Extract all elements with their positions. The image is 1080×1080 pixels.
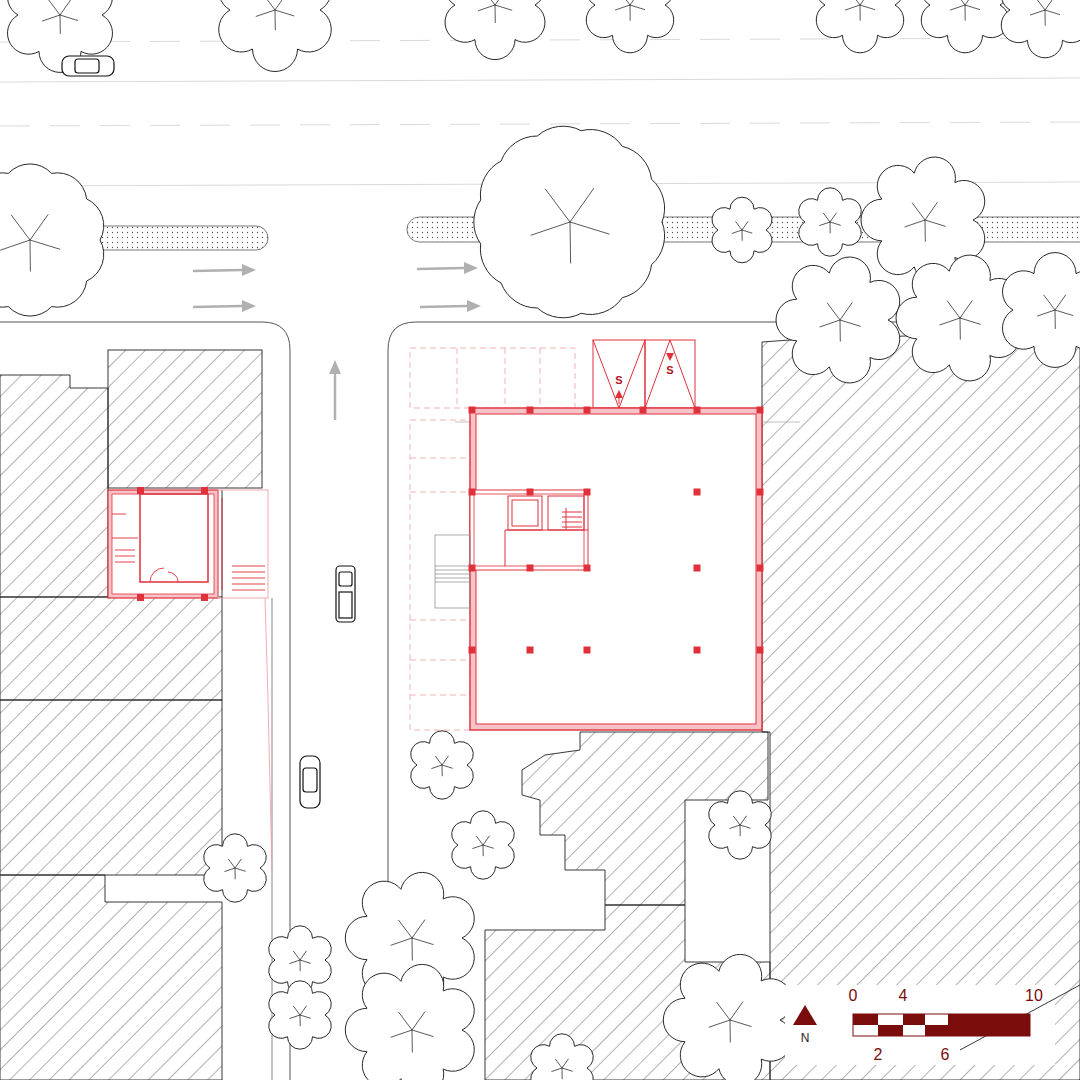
scale-number: 0 xyxy=(848,988,859,1004)
scale-bar xyxy=(785,985,1080,1065)
proposed-building xyxy=(410,340,800,730)
tree xyxy=(452,811,515,879)
tree xyxy=(709,791,772,859)
tree xyxy=(345,964,474,1080)
tree xyxy=(7,0,112,72)
tree xyxy=(712,197,772,263)
tree xyxy=(1002,253,1080,368)
cars xyxy=(62,56,355,808)
ramp-label: S xyxy=(614,375,623,386)
road-edge xyxy=(0,322,1080,1080)
tree xyxy=(269,981,332,1049)
small-building xyxy=(108,487,272,870)
tree xyxy=(474,126,665,318)
ramp-label: S xyxy=(665,365,674,376)
tree xyxy=(445,0,545,60)
scale-number: 4 xyxy=(898,988,909,1004)
tree xyxy=(663,954,792,1080)
scale-number: 2 xyxy=(873,1047,884,1063)
tree xyxy=(896,255,1020,381)
tree xyxy=(921,0,1008,53)
tree xyxy=(586,0,673,53)
tree xyxy=(411,731,474,799)
tree xyxy=(0,164,104,316)
tree xyxy=(219,0,332,72)
scale-number: 10 xyxy=(1024,988,1044,1004)
tree xyxy=(776,257,900,383)
tree xyxy=(204,834,267,902)
tree xyxy=(1001,0,1080,58)
tree xyxy=(816,0,903,53)
north-arrow xyxy=(793,1005,817,1025)
scale-number: 6 xyxy=(940,1047,951,1063)
existing-buildings xyxy=(0,330,1080,1080)
tree xyxy=(531,1034,594,1080)
tree xyxy=(799,188,862,256)
north-label: N xyxy=(800,1032,811,1044)
